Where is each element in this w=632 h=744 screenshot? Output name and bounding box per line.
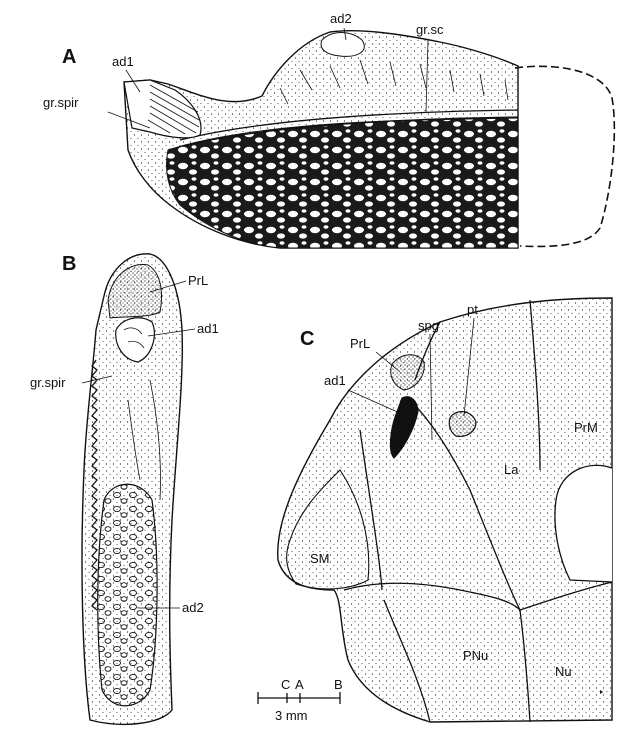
panel-b-ad2-facet	[98, 484, 157, 706]
panel-a-letter: A	[62, 46, 76, 68]
panel-a-label-gr-spir: gr.spir	[43, 95, 79, 110]
scale-tick-c: C	[281, 677, 290, 692]
panel-b-label-ad1: ad1	[197, 321, 219, 336]
panel-b-label-gr-spir: gr.spir	[30, 375, 66, 390]
panel-c: C PrL spg pt ad1 PrM La SM PNu Nu	[278, 298, 612, 722]
panel-c-letter: C	[300, 328, 314, 350]
scale-bar: C A B 3 mm	[258, 677, 343, 723]
panel-a-cancellous-bone	[167, 118, 519, 248]
panel-a-restoration-outline	[515, 66, 614, 246]
panel-c-label-prl: PrL	[350, 336, 370, 351]
panel-b-label-ad2: ad2	[182, 600, 204, 615]
panel-a-label-ad2: ad2	[330, 11, 352, 26]
scale-bar-length: 3 mm	[275, 708, 308, 723]
panel-c-label-pnu: PNu	[463, 648, 488, 663]
panel-c-label-pt: pt	[467, 302, 478, 317]
panel-a-label-gr-sc: gr.sc	[416, 22, 444, 37]
panel-c-label-spg: spg	[418, 318, 439, 333]
panel-c-right-notch	[555, 465, 612, 582]
panel-b-label-prl: PrL	[188, 273, 208, 288]
panel-c-label-sm: SM	[310, 551, 330, 566]
panel-a-label-ad1: ad1	[112, 54, 134, 69]
panel-b-letter: B	[62, 253, 76, 275]
panel-c-label-ad1: ad1	[324, 373, 346, 388]
panel-c-label-prm: PrM	[574, 420, 598, 435]
panel-c-label-la: La	[504, 462, 519, 477]
panel-b: B PrL ad1 gr.spir ad2	[30, 253, 219, 724]
scale-tick-b: B	[334, 677, 343, 692]
panel-c-label-nu: Nu	[555, 664, 572, 679]
scale-tick-a: A	[295, 677, 304, 692]
panel-a: A ad2 gr.sc ad1 gr.spir	[43, 11, 614, 248]
